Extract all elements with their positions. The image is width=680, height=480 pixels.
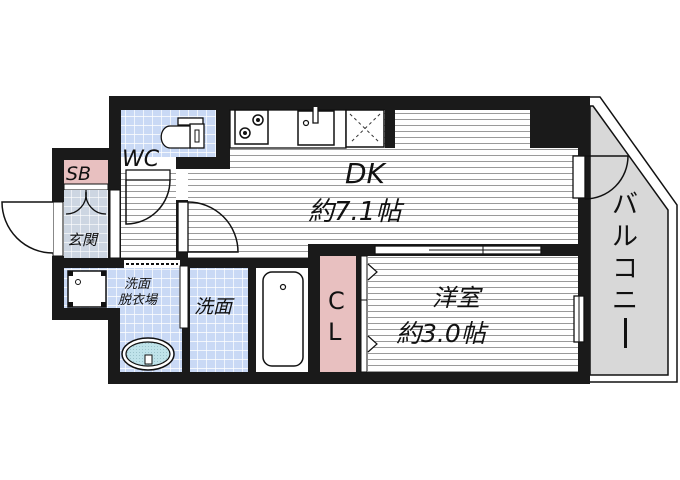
dressing-label-line1: 洗面: [124, 277, 152, 292]
western-name-label: 洋室: [432, 284, 483, 312]
room-dressing: [64, 260, 182, 372]
room-washroom: [190, 268, 248, 372]
wc-label: WC: [122, 147, 160, 172]
stove-icon: [234, 109, 269, 145]
washbasin-icon: [121, 337, 175, 371]
washroom-label: 洗面: [194, 296, 235, 318]
hall: [109, 169, 176, 259]
entrance-door[interactable]: [1, 201, 64, 257]
room-wc: [121, 110, 216, 157]
fridge-space-icon: [345, 109, 385, 148]
bathtub-icon: [256, 268, 308, 372]
entrance-label: 玄関: [67, 231, 99, 249]
sink-icon: [297, 107, 335, 146]
balcony-label: バ ル コ ニ: [612, 190, 638, 348]
room-western: [367, 256, 585, 372]
balcony-char-2: ル: [612, 222, 638, 252]
balcony-char-1: バ: [612, 190, 638, 220]
washing-machine-icon: [67, 270, 107, 308]
room-entrance: [64, 190, 108, 258]
balcony-char-5: [624, 318, 627, 348]
dressing-label-line2: 脱衣場: [118, 293, 159, 308]
dk-area-label: 約7.1帖: [308, 197, 405, 227]
shoe-box-label: SB: [66, 163, 91, 185]
western-area-label: 約3.0帖: [396, 319, 489, 348]
kitchen-counter: [229, 107, 395, 149]
balcony: [579, 96, 678, 383]
wc-door[interactable]: [125, 169, 171, 225]
balcony-door[interactable]: [572, 155, 629, 200]
closet-label-c: C: [328, 287, 345, 315]
sliding-door[interactable]: [374, 245, 542, 255]
dk-door[interactable]: [177, 201, 239, 253]
dk-name-label: DK: [345, 157, 388, 190]
closet: [320, 255, 368, 373]
balcony-char-3: コ: [612, 254, 638, 284]
closet-label-l: L: [328, 318, 342, 346]
toilet-icon: [160, 117, 205, 149]
balcony-char-4: ニ: [612, 286, 638, 316]
